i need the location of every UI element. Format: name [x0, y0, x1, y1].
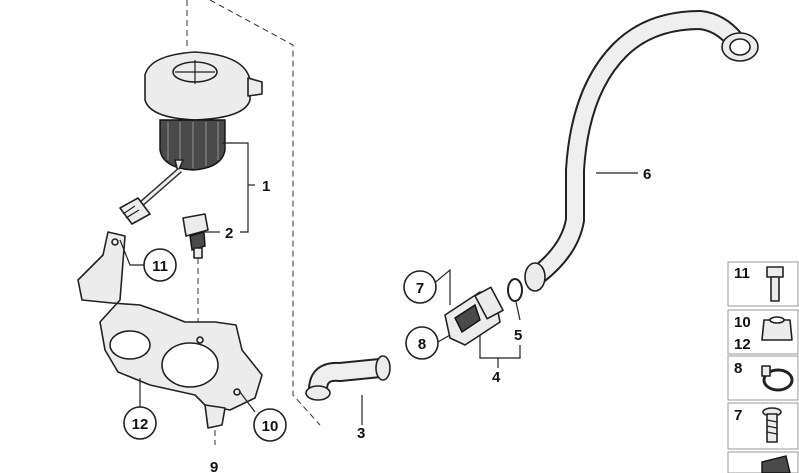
- svg-text:12: 12: [132, 416, 149, 433]
- label-9: 9: [210, 459, 218, 473]
- check-valve[interactable]: [444, 286, 504, 346]
- mounting-bracket[interactable]: [77, 231, 263, 429]
- callout-7: 7: [403, 270, 437, 304]
- svg-text:11: 11: [734, 265, 750, 282]
- fastener-legend: 11 10 12 8 7: [727, 261, 799, 473]
- label-1: 1: [262, 178, 270, 195]
- callout-11: 11: [143, 248, 177, 282]
- elbow-hose[interactable]: [305, 355, 391, 401]
- svg-text:10: 10: [262, 418, 279, 435]
- callout-8: 8: [405, 326, 439, 360]
- svg-text:11: 11: [152, 258, 168, 275]
- sensor-part[interactable]: [182, 213, 209, 259]
- hose-clamp-icon: [761, 365, 794, 392]
- label-5: 5: [514, 327, 522, 344]
- svg-text:12: 12: [734, 336, 751, 353]
- o-ring[interactable]: [507, 278, 523, 302]
- label-4: 4: [492, 369, 501, 386]
- callout-12: 12: [123, 406, 157, 440]
- main-hose[interactable]: [524, 10, 759, 292]
- leader-lines: [119, 142, 638, 425]
- svg-text:8: 8: [418, 336, 426, 353]
- washer-icon: [761, 455, 791, 473]
- svg-text:7: 7: [416, 280, 424, 297]
- label-6: 6: [643, 166, 651, 183]
- svg-text:8: 8: [734, 360, 742, 377]
- svg-text:7: 7: [734, 407, 742, 424]
- bolt-icon: [766, 266, 784, 302]
- callout-10: 10: [253, 408, 287, 442]
- secondary-air-pump[interactable]: [119, 51, 263, 225]
- nut-icon: [761, 316, 793, 341]
- label-2: 2: [225, 225, 233, 242]
- label-3: 3: [357, 425, 365, 442]
- legend-row-bolt: [727, 261, 799, 307]
- svg-text:10: 10: [734, 314, 751, 331]
- screw-icon: [762, 407, 782, 443]
